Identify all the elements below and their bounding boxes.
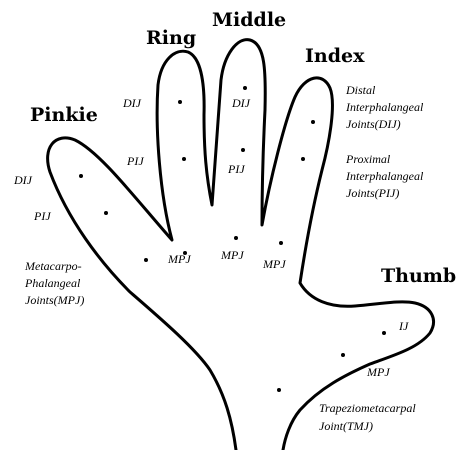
finger-name-index: Index [305, 45, 365, 67]
label-pij-ring: PIJ [126, 154, 144, 168]
label-mpj-ring: MPJ [167, 252, 191, 266]
label-pij-pinkie: PIJ [33, 209, 51, 223]
joint-dot-dij-index [311, 120, 315, 124]
joint-dot-mpj-pinkie [144, 258, 148, 262]
finger-name-ring: Ring [146, 27, 196, 49]
desc-mpj-line-1: Metacarpo- [24, 259, 82, 273]
label-mpj-middle: MPJ [220, 248, 244, 262]
joint-dot-mpj-index [279, 241, 283, 245]
label-mpj-index: MPJ [262, 257, 286, 271]
joint-dot-dij-pinkie [79, 174, 83, 178]
desc-pij-line-1: Proximal [345, 152, 391, 166]
label-mpj-thumb: MPJ [366, 365, 390, 379]
joint-dot-pij-index [301, 157, 305, 161]
joint-dot-tmj-thumb [277, 388, 281, 392]
desc-pij-line-2: Interphalangeal [345, 169, 424, 183]
desc-dij-line-2: Interphalangeal [345, 100, 424, 114]
joint-dot-dij-ring [178, 100, 182, 104]
joint-dot-dij-middle [243, 86, 247, 90]
label-dij-ring: DIJ [122, 96, 142, 110]
joint-dot-pij-ring [182, 157, 186, 161]
desc-tmj-line-2: Joint(TMJ) [319, 419, 373, 433]
desc-dij: Distal Interphalangeal Joints(DIJ) [345, 83, 424, 131]
label-ij-thumb: IJ [398, 319, 409, 333]
finger-name-thumb: Thumb [381, 265, 456, 287]
finger-name-pinkie: Pinkie [30, 104, 98, 126]
desc-pij-line-3: Joints(PIJ) [346, 186, 399, 200]
desc-dij-line-3: Joints(DIJ) [346, 117, 401, 131]
label-pij-middle: PIJ [227, 162, 245, 176]
desc-mpj-line-3: Joints(MPJ) [25, 293, 84, 307]
desc-dij-line-1: Distal [345, 83, 376, 97]
finger-name-middle: Middle [212, 9, 286, 31]
label-dij-middle: DIJ [231, 96, 251, 110]
joint-dot-ij-thumb [382, 331, 386, 335]
desc-pij: Proximal Interphalangeal Joints(PIJ) [345, 152, 424, 200]
desc-tmj-line-1: Trapeziometacarpal [319, 401, 416, 415]
desc-tmj: Trapeziometacarpal Joint(TMJ) [319, 401, 416, 433]
desc-mpj: Metacarpo- Phalangeal Joints(MPJ) [24, 259, 84, 307]
joint-dot-mpj-middle [234, 236, 238, 240]
desc-mpj-line-2: Phalangeal [24, 276, 81, 290]
label-dij-pinkie: DIJ [13, 173, 33, 187]
joint-dot-mpj-thumb [341, 353, 345, 357]
joint-dot-pij-middle [241, 148, 245, 152]
joint-dot-pij-pinkie [104, 211, 108, 215]
